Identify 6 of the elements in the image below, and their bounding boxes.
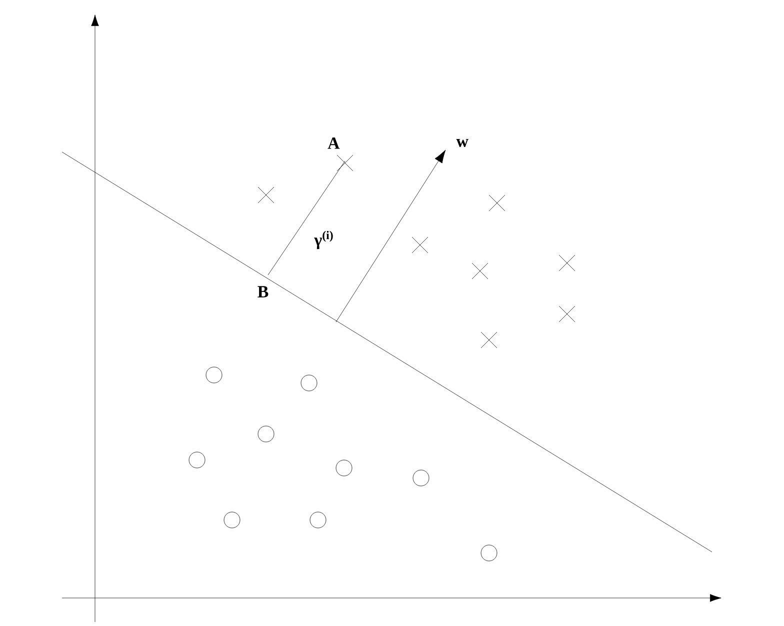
margin-label: γ$^{(i)}$ (314, 230, 333, 250)
margin-segment (268, 160, 346, 276)
normal-vector-arrow (336, 150, 446, 322)
point-label: B (258, 286, 268, 298)
point-label: w (456, 139, 468, 147)
point-label: A (328, 138, 340, 149)
